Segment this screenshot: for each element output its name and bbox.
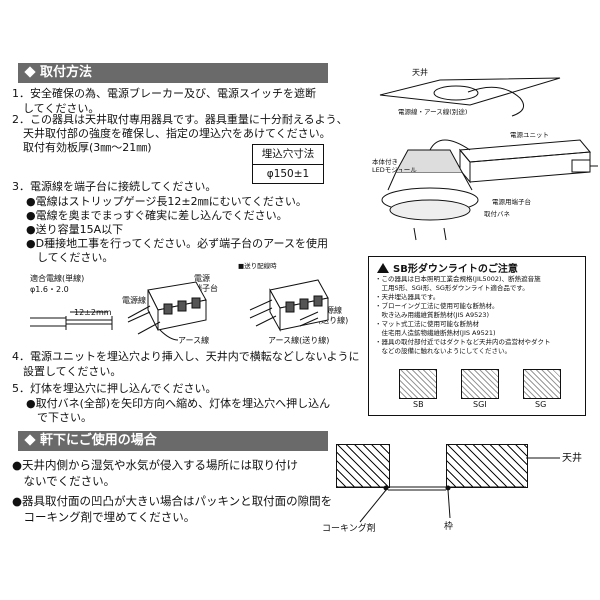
notice-line: ・ブローイング工法に使用可能な断熱材。 <box>375 302 499 310</box>
notice-line: ・天井埋込器具です。 <box>375 293 440 301</box>
eaves-bullet1-line2: ないでください。 <box>12 474 116 488</box>
eaves-bullet2-line1: ●器具取付面の凹凸が大きい場合はパッキンと取付面の隙間を <box>12 494 333 508</box>
step3-bullet5: してください。 <box>26 251 114 264</box>
hole-size-table: 埋込穴寸法 φ150±1 <box>252 144 324 184</box>
eaves-bullet2-line2: コーキング剤で埋めてください。 <box>12 510 196 524</box>
hole-size-value: φ150±1 <box>266 168 310 180</box>
sg-type-illustration <box>523 369 561 399</box>
notice-title-row: SB形ダウンライトのご注意 <box>377 260 518 275</box>
sgi-type-illustration <box>461 369 499 399</box>
step2-line3: 取付有効板厚(3㎜～21㎜) <box>12 141 152 154</box>
step1-line1: 1．安全確保の為、電源ブレーカー及び、電源スイッチを遮断 <box>12 87 316 100</box>
feed-power-label-2: (送り線) <box>318 316 349 325</box>
notice-line: などの設備に触れないようにしてください。 <box>375 347 511 355</box>
step2-line2: 天井取付部の強度を確保し、指定の埋込穴をあけてください。 <box>12 127 331 140</box>
applicable-wire-title: 適合電線(単線) <box>30 274 85 283</box>
type-label-sb: SB <box>413 400 424 409</box>
eaves-right-wall <box>446 444 528 488</box>
step2-line1: 2．この器具は天井取付専用器具です。器具重量に十分耐えるよう、 <box>12 113 348 126</box>
applicable-wire-size: φ1.6・2.0 <box>30 285 69 294</box>
feed-wiring-title: ■送り配線時 <box>238 262 277 270</box>
feed-power-label-1: 電源線 <box>318 306 342 315</box>
section-title: 軒下にご使用の場合 <box>40 433 157 448</box>
notice-line: 住宅用人造鉱物繊維断熱材(JIS A9521) <box>375 329 496 337</box>
step5-bullet2: で下さい。 <box>26 411 92 424</box>
spring-label: 取付バネ <box>484 210 510 218</box>
frame-label: 枠 <box>444 522 454 532</box>
step4-line1: 4．電源ユニットを埋込穴より挿入し、天井内で横転などしないように <box>12 350 360 363</box>
step3-bullet4: ●D種接地工事を行ってください。必ず端子台のアースを使用 <box>26 237 328 250</box>
eaves-bullet1-line1: ●天井内側から湿気や水気が侵入する場所には取り付け <box>12 458 299 472</box>
power-terminal-label-1: 電源 <box>194 274 210 283</box>
section-header-eaves: 軒下にご使用の場合 <box>18 431 328 451</box>
wire-label: 電源線・アース線(別途) <box>398 108 468 116</box>
warning-icon <box>377 263 389 273</box>
hole-size-header: 埋込穴寸法 <box>253 145 323 165</box>
step3-bullet2: ●電線を奥までまっすぐ確実に差し込んでください。 <box>26 209 288 222</box>
led-module-label-2: LEDモジュール <box>372 166 417 174</box>
earth-wire-label: アース線 <box>178 336 210 345</box>
step3-bullet1: ●電線はストリップゲージ長12±2㎜にむいてください。 <box>26 195 307 208</box>
notice-lines: ・この器具は日本照明工業会規格(JIL5002)、断熱遮音施 工用S形、SGI形… <box>375 275 579 356</box>
type-label-sg: SG <box>535 400 547 409</box>
power-terminal-label-2: 端子台 <box>194 284 218 293</box>
type-label-sgi: SGI <box>473 400 487 409</box>
sb-notice-box: SB形ダウンライトのご注意 ・この器具は日本照明工業会規格(JIL5002)、断… <box>368 256 586 416</box>
step1-line2: してください。 <box>12 102 100 115</box>
notice-title: SB形ダウンライトのご注意 <box>393 264 518 275</box>
notice-line: ・マット式工法に使用可能な断熱材 <box>375 320 479 328</box>
notice-line: ・この器具は日本照明工業会規格(JIL5002)、断熱遮音施 <box>375 275 541 283</box>
section-title: 取付方法 <box>40 65 93 80</box>
step5: 5．灯体を埋込穴に押し込んでください。 <box>12 382 217 395</box>
power-unit-label: 電源ユニット <box>510 131 549 139</box>
notice-line: 工用S形、SGI形、SG形ダウンライト適合品です。 <box>375 284 529 292</box>
terminal-label: 電源用端子台 <box>492 198 531 206</box>
feed-earth-label: アース線(送り線) <box>268 336 330 345</box>
step5-bullet1: ●取付バネ(全部)を矢印方向へ縮め、灯体を埋込穴へ押し込ん <box>26 397 331 410</box>
sb-type-illustration <box>399 369 437 399</box>
step4-line2: 設置してください。 <box>12 365 122 378</box>
caulk-label: コーキング剤 <box>322 524 376 534</box>
step3-bullet3: ●送り容量15A以下 <box>26 223 124 236</box>
led-module-label-1: 本体付き <box>372 158 398 166</box>
eaves-ceiling-label: 天井 <box>562 453 582 464</box>
notice-line: ・器具の取付部付近ではダクトなど天井内の造営材やダクト <box>375 338 551 346</box>
step3: 3．電源線を端子台に接続してください。 <box>12 180 217 193</box>
notice-line: 吹き込み用繊維質断熱材(JIS A9523) <box>375 311 490 319</box>
ceiling-label: 天井 <box>412 68 428 77</box>
section-header-installation: 取付方法 <box>18 63 328 83</box>
power-wire-label: 電源線 <box>122 296 146 305</box>
